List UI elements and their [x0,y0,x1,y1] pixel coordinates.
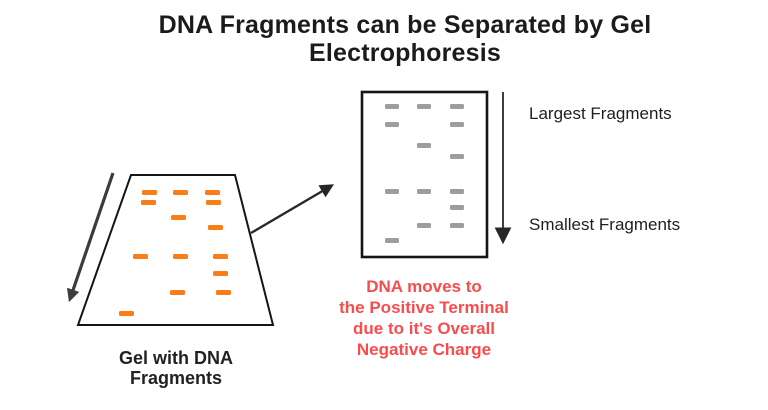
dna-band-gray [417,223,431,228]
gel-plate-label: Gel with DNA Fragments [96,348,256,388]
smallest-fragments-label: Smallest Fragments [529,215,681,234]
gel-direction-arrow [66,172,115,303]
dna-band-gray [417,143,431,148]
dna-band-gray [450,154,464,159]
dna-band-orange [133,254,148,259]
dna-band-orange [173,254,188,259]
dna-band-gray [385,238,399,243]
dna-band-orange [173,190,188,195]
dna-band-gray [385,189,399,194]
dna-band-gray [385,104,399,109]
dna-band-orange [208,225,223,230]
dna-band-gray [450,189,464,194]
charge-caption-line-2: the Positive Terminal [339,298,509,317]
charge-caption-line-4: Negative Charge [356,340,492,359]
gel-plate-label-line-1: Gel with DNA [118,348,233,368]
title-line-2: Electrophoresis [309,39,501,67]
charge-caption-line-3: due to it's Overall [353,319,495,338]
dna-band-orange [142,190,157,195]
gel-plate-label-line-2: Fragments [129,368,223,388]
dna-band-gray [450,104,464,109]
charge-caption: DNA moves to the Positive Terminal due t… [318,276,530,360]
charge-caption-line-1: DNA moves to [366,277,482,296]
dna-band-orange [213,254,228,259]
dna-band-gray [450,223,464,228]
result-gel-outline [360,90,489,259]
largest-fragments-label: Largest Fragments [529,104,672,123]
dna-band-orange [205,190,220,195]
diagram-title: DNA Fragments can be Separated by Gel El… [21,11,768,67]
gel-plate-outline [76,174,275,326]
dna-band-gray [385,122,399,127]
dna-band-gray [417,189,431,194]
dna-band-orange [119,311,134,316]
zoom-in-arrow [250,184,335,235]
dna-band-orange [213,271,228,276]
dna-band-orange [141,200,156,205]
dna-band-gray [450,205,464,210]
dna-band-gray [450,122,464,127]
dna-band-orange [171,215,186,220]
dna-band-orange [206,200,221,205]
title-line-1: DNA Fragments can be Separated by Gel [158,11,652,39]
dna-band-orange [170,290,185,295]
dna-band-orange [216,290,231,295]
dna-band-gray [417,104,431,109]
